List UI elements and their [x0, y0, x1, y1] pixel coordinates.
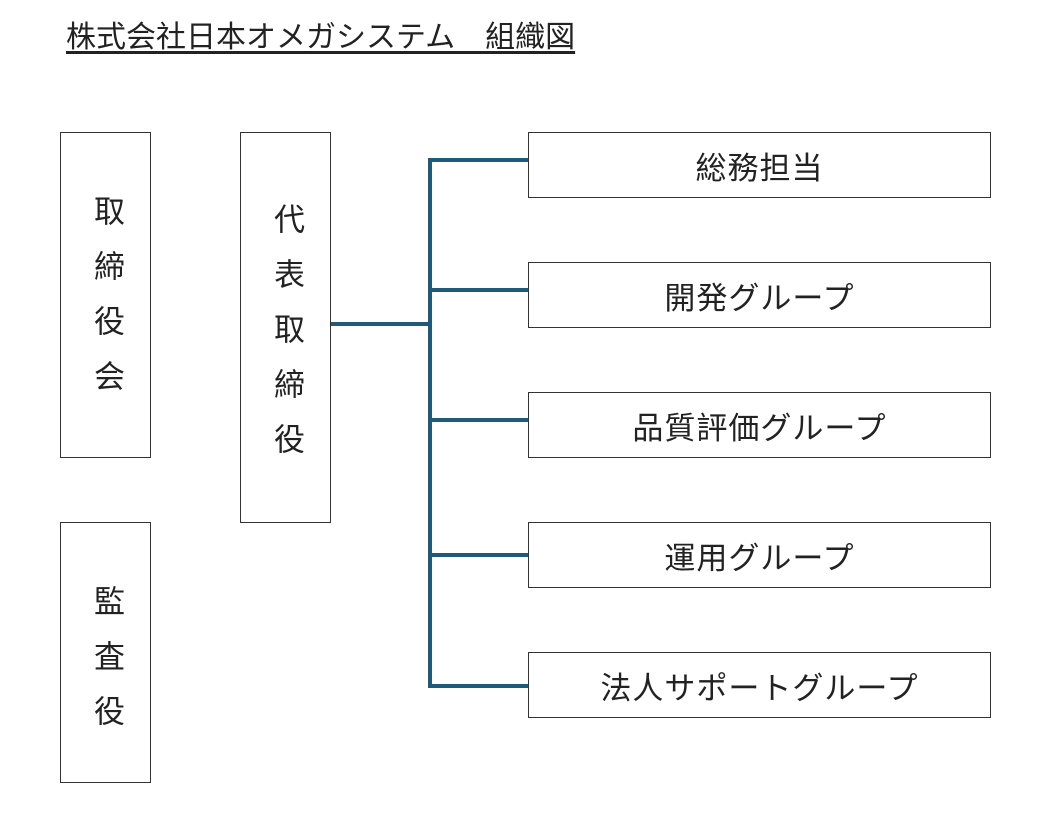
dept-label-quality-evaluation: 品質評価グループ [632, 410, 887, 447]
dept-label-general-affairs: 総務担当 [695, 150, 824, 187]
dept-box-general-affairs: 総務担当 [528, 132, 991, 198]
dept-box-development: 開発グループ [528, 262, 991, 328]
board-of-directors-box: 取締役会 [60, 132, 151, 458]
auditor-box: 監査役 [60, 522, 151, 783]
ceo-box: 代表取締役 [240, 132, 331, 523]
board-of-directors-label: 取締役会 [88, 195, 124, 415]
dept-label-operations: 運用グループ [664, 540, 855, 577]
dept-label-development: 開発グループ [664, 280, 855, 317]
dept-box-quality-evaluation: 品質評価グループ [528, 392, 991, 458]
dept-box-corporate-support: 法人サポートグループ [528, 652, 991, 718]
auditor-label: 監査役 [88, 585, 124, 750]
page-title: 株式会社日本オメガシステム 組織図 [66, 20, 576, 55]
dept-box-operations: 運用グループ [528, 522, 991, 588]
dept-label-corporate-support: 法人サポートグループ [600, 670, 919, 707]
ceo-label: 代表取締役 [268, 203, 304, 478]
